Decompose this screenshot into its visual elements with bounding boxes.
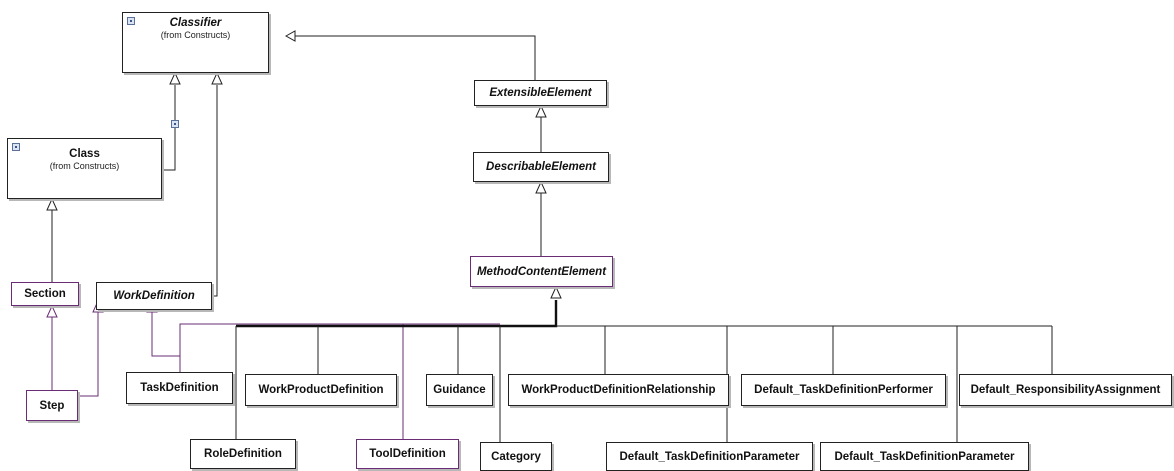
section-name: Section [24,288,66,300]
connector-extensible-to-classifier [295,35,536,80]
describableelement-name: DescribableElement [486,161,596,173]
default-taskdefinitionperformer-name: Default_TaskDefinitionPerformer [754,384,933,396]
extensibleelement-name: ExtensibleElement [489,87,592,99]
connector-taskdefinition-to-hub [179,323,500,356]
taskdefinition-class-box[interactable]: TaskDefinition [126,372,233,404]
category-name: Category [491,450,541,463]
default-responsibilityassignment-name: Default_ResponsibilityAssignment [970,384,1161,396]
arrowhead-section [46,304,58,318]
arrowhead-describable [535,180,547,194]
arrowhead-class [46,197,58,211]
roledefinition-class-box[interactable]: RoleDefinition [190,439,296,469]
class-name: Class [69,148,100,160]
workproductdefinition-name: WorkProductDefinition [258,384,384,396]
default-taskdefinitionparameter-class-box[interactable]: Default_TaskDefinitionParameter [820,442,1029,471]
step-class-box[interactable]: Step [26,390,78,421]
classifier-origin: (from Constructs) [160,30,231,40]
section-class-box[interactable]: Section [11,282,79,306]
arrowhead-classifier-bottom-left [169,71,181,85]
guidance-name: Guidance [433,384,486,396]
workdefinition-class-box[interactable]: WorkDefinition [96,282,212,310]
guidance-class-box[interactable]: Guidance [426,374,493,406]
workdefinition-name: WorkDefinition [113,290,195,302]
workproductdefinitionrelationship-class-box[interactable]: WorkProductDefinitionRelationship [508,374,729,406]
connector-class-to-classifier [162,85,176,171]
classifier-name: Classifier [169,17,222,29]
arrowhead-extensible [535,104,547,118]
arrowhead-methodcontent [550,285,562,299]
default-taskdefinitionparameter-name: Default_TaskDefinitionParameter [619,450,800,463]
package-icon [12,143,20,151]
workproductdefinitionrelationship-name: WorkProductDefinitionRelationship [521,384,716,396]
tooldefinition-name: ToolDefinition [369,448,446,460]
roledefinition-name: RoleDefinition [204,448,282,460]
default-taskdefinitionparameter-class-box[interactable]: Default_TaskDefinitionParameter [606,442,813,471]
taskdefinition-name: TaskDefinition [140,382,219,394]
connector-workdefinition-to-classifier [212,85,218,297]
arrowhead-classifier-right [284,30,296,42]
extensibleelement-class-box[interactable]: ExtensibleElement [474,80,607,106]
step-name: Step [39,399,65,412]
category-class-box[interactable]: Category [480,442,552,471]
describableelement-class-box[interactable]: DescribableElement [473,152,609,182]
tooldefinition-class-box[interactable]: ToolDefinition [356,439,459,469]
methodcontentelement-class-box[interactable]: MethodContentElement [470,256,613,287]
connector-taskdefinition-to-workdefinition [151,310,181,372]
arrowhead-classifier-bottom-right [211,71,223,85]
class-origin: (from Constructs) [49,161,120,171]
package-icon [127,17,135,25]
class-class-box[interactable]: Class (from Constructs) [7,138,162,199]
default-taskdefinitionparameter-name: Default_TaskDefinitionParameter [834,450,1015,463]
classifier-class-box[interactable]: Classifier (from Constructs) [122,12,269,73]
default-taskdefinitionperformer-class-box[interactable]: Default_TaskDefinitionPerformer [741,374,946,406]
default-responsibilityassignment-class-box[interactable]: Default_ResponsibilityAssignment [959,374,1172,406]
connector-step-to-workdefinition [78,310,99,397]
methodcontentelement-name: MethodContentElement [476,265,607,278]
workproductdefinition-class-box[interactable]: WorkProductDefinition [245,374,397,406]
package-icon [171,120,179,128]
connector-hub-trunk [236,300,558,328]
